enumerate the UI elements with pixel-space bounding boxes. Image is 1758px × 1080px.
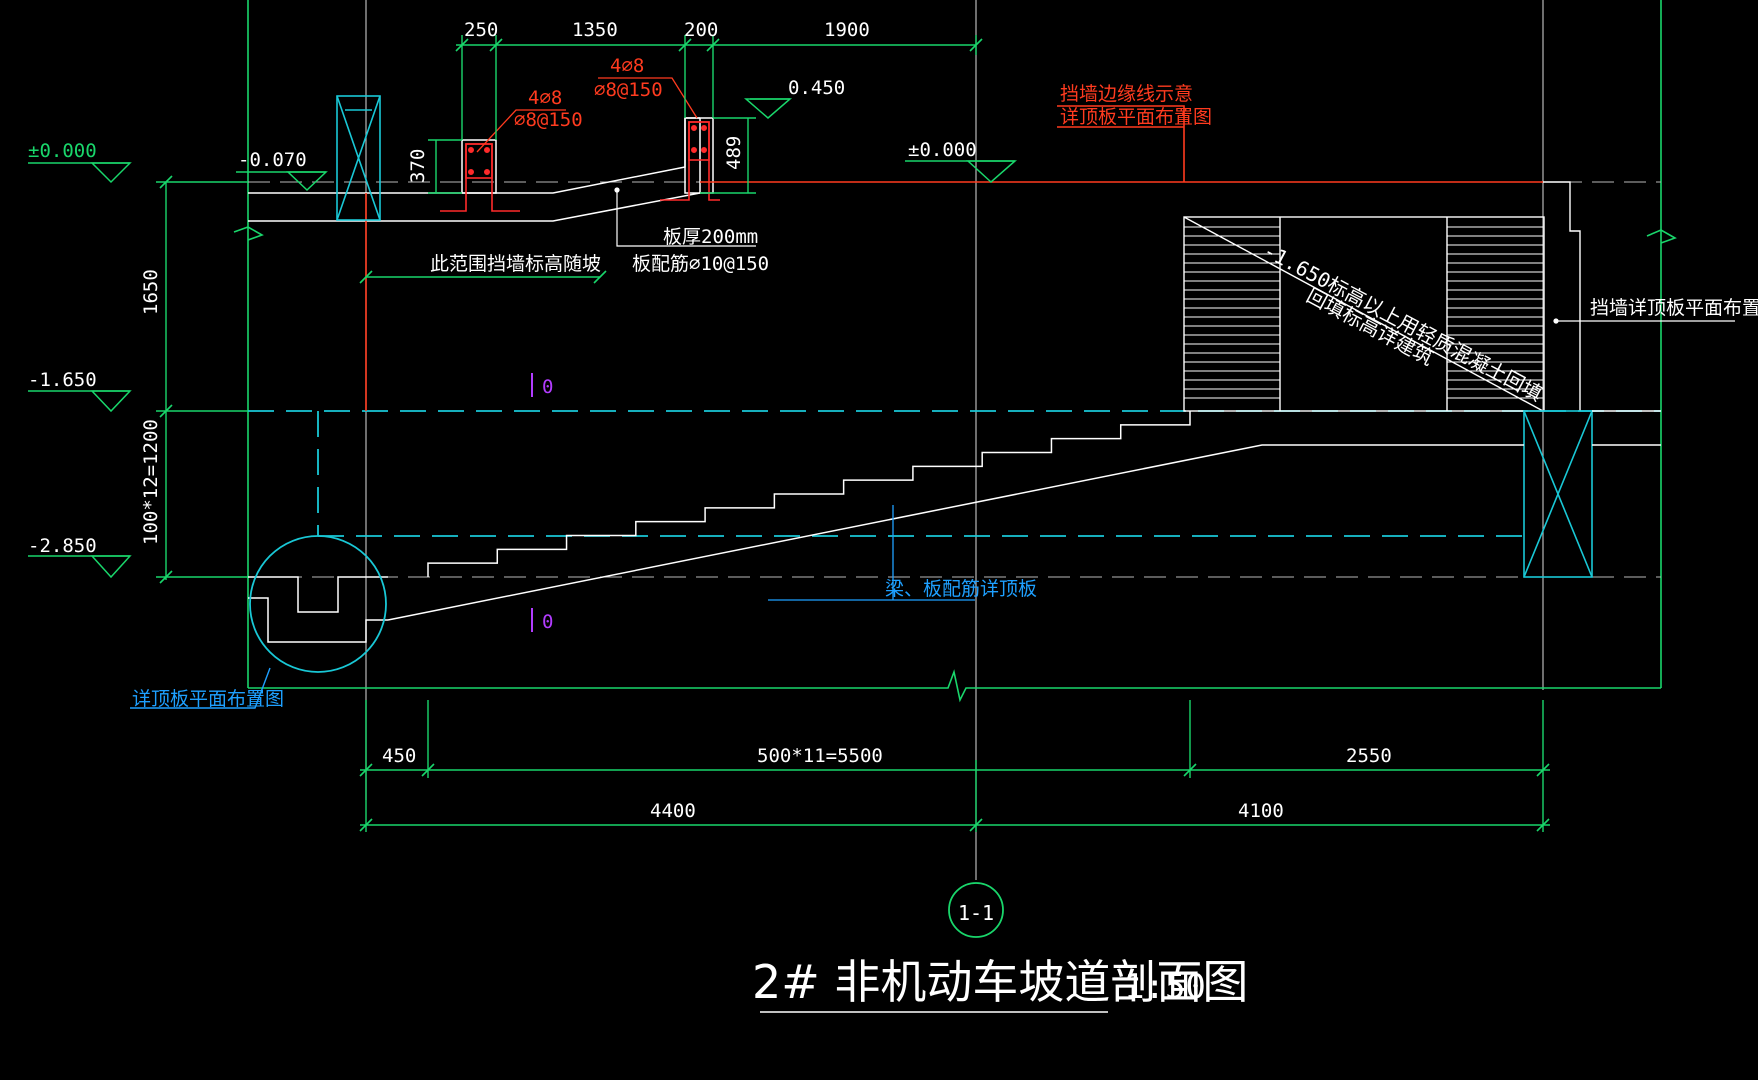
dim-v1650: 1650 bbox=[140, 269, 162, 315]
right-wall-extension bbox=[1592, 410, 1661, 446]
dim-bottom-4100: 4100 bbox=[1238, 800, 1284, 822]
dim-bottom-450: 450 bbox=[382, 745, 416, 767]
retaining-wall-edge-line bbox=[365, 105, 1543, 411]
rebar1-stirrup: ⌀8@150 bbox=[514, 109, 583, 131]
pit-detail bbox=[248, 576, 388, 643]
circle-callout-note: 详顶板平面布置图 bbox=[132, 688, 284, 710]
right-column bbox=[1523, 410, 1593, 578]
rebar1-main: 4⌀8 bbox=[528, 87, 562, 109]
elev-neg-2850: -2.850 bbox=[28, 535, 97, 557]
slab-note-leader bbox=[614, 187, 756, 247]
retaining-wall-note: 挡墙边缘线示意 bbox=[1060, 83, 1193, 105]
section-marker-label: 1-1 bbox=[958, 901, 994, 925]
elev-pm-000-mid: ±0.000 bbox=[908, 139, 977, 161]
rebar-detail bbox=[440, 121, 720, 212]
section-marker-circle bbox=[948, 882, 1004, 938]
marker-top: 0 bbox=[542, 376, 553, 398]
dim-top-1350: 1350 bbox=[572, 19, 618, 41]
rebar2-main: 4⌀8 bbox=[610, 55, 644, 77]
elev-neg-1650: -1.650 bbox=[28, 369, 97, 391]
dim-top-250: 250 bbox=[464, 19, 498, 41]
rebar2-stirrup: ⌀8@150 bbox=[594, 79, 663, 101]
dimension-ticks bbox=[159, 38, 1550, 832]
dim-bottom-2550: 2550 bbox=[1346, 745, 1392, 767]
hidden-beam-lines bbox=[248, 410, 1661, 537]
left-column bbox=[336, 95, 381, 221]
ramp-section bbox=[387, 411, 1524, 621]
ramp-note-leader bbox=[768, 505, 975, 601]
dim-top-200: 200 bbox=[684, 19, 718, 41]
dim-v1200: 100*12=1200 bbox=[140, 419, 162, 545]
retaining-wall-detail-note: 详顶板平面布置图 bbox=[1060, 106, 1212, 128]
dimension-lines bbox=[156, 35, 1550, 832]
stair-hatch-right bbox=[1447, 226, 1543, 399]
elevation-symbols bbox=[28, 98, 1017, 579]
drawing-scale: 1:50 bbox=[1124, 967, 1206, 1007]
elev-pm-000-left: ±0.000 bbox=[28, 140, 97, 162]
ramp-note: 梁、板配筋详顶板 bbox=[885, 578, 1037, 600]
right-callout-leader bbox=[1553, 318, 1735, 324]
top-slab bbox=[248, 117, 714, 222]
drawing-title: 2# 非机动车坡道剖面图 bbox=[752, 955, 1248, 1009]
dim-top-1900: 1900 bbox=[824, 19, 870, 41]
stair-hatch-left bbox=[1184, 226, 1280, 399]
slab-thickness-note: 板厚200mm bbox=[663, 226, 758, 248]
dim-bottom-5500: 500*11=5500 bbox=[757, 745, 883, 767]
detail-callout-circle bbox=[249, 535, 387, 673]
slab-rebar-note: 板配筋⌀10@150 bbox=[632, 253, 769, 275]
right-wall-block bbox=[1183, 181, 1581, 412]
dim-h489: 489 bbox=[723, 136, 745, 170]
dim-bottom-4400: 4400 bbox=[650, 800, 696, 822]
right-callout-note: 挡墙详顶板平面布置图 bbox=[1590, 297, 1758, 319]
dim-h370: 370 bbox=[407, 149, 429, 183]
elev-neg-0070: -0.070 bbox=[238, 149, 307, 171]
outer-boundary bbox=[233, 0, 1677, 703]
elev-pos-0450: 0.450 bbox=[788, 77, 845, 99]
marker-bottom: 0 bbox=[542, 611, 553, 633]
detail-callout-leader bbox=[130, 667, 271, 709]
range-note: 此范围挡墙标高随坡 bbox=[430, 253, 601, 275]
rebar-leaders bbox=[476, 77, 698, 153]
